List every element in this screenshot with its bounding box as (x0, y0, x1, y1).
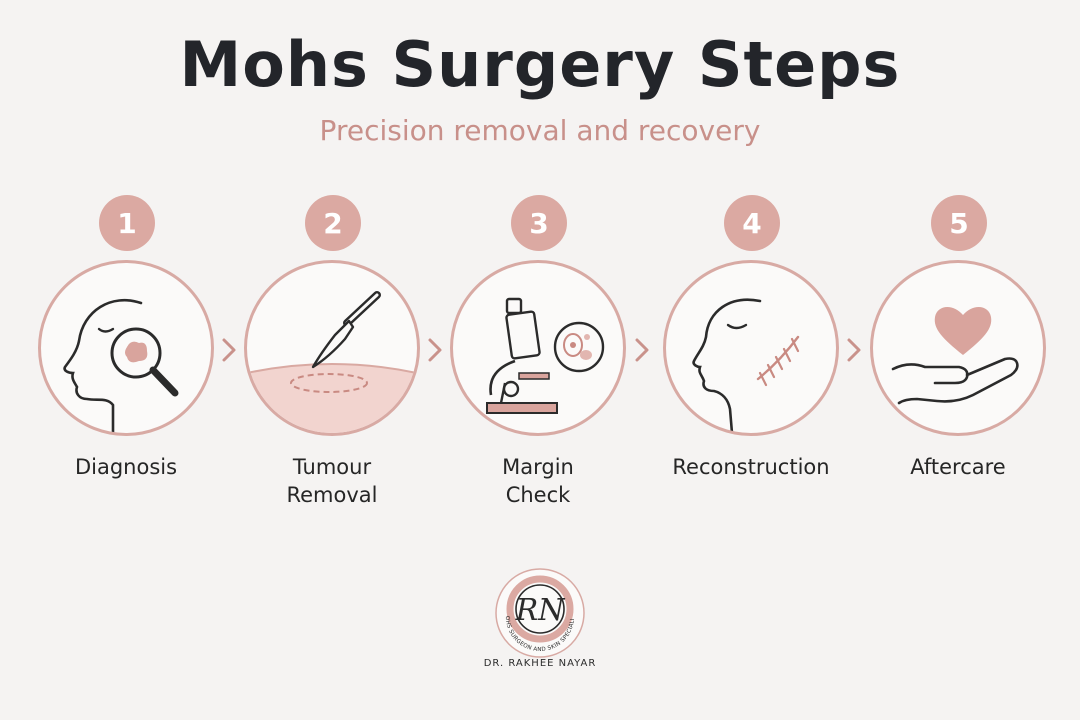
clinic-logo: RN MOHS SURGEON AND SKIN SPECIALIST (489, 561, 588, 661)
step-icon-circle (870, 260, 1046, 436)
microscope-icon (486, 297, 605, 414)
chevron-right-icon (222, 338, 236, 362)
step-icon-circle (450, 260, 626, 436)
step-number-badge: 1 (99, 195, 155, 251)
chevron-right-icon (428, 338, 442, 362)
step-icon-circle (38, 260, 214, 436)
step-number-badge: 2 (305, 195, 361, 251)
scalpel-incision-icon (247, 291, 417, 433)
doctor-name: DR. RAKHEE NAYAR (483, 658, 597, 669)
step-icon-circle (244, 260, 420, 436)
step-label: Reconstruction (672, 455, 830, 479)
step-icon-circle (663, 260, 839, 436)
page-subtitle: Precision removal and recovery (319, 114, 761, 147)
step-label: Aftercare (910, 455, 1006, 479)
step-number-badge: 4 (724, 195, 780, 251)
heart-hand-icon (891, 306, 1019, 405)
step-number-badge: 5 (931, 195, 987, 251)
step-label: Diagnosis (74, 455, 178, 479)
chevron-right-icon (635, 338, 649, 362)
face-sutures-icon (692, 298, 800, 433)
face-magnifier-icon (63, 298, 179, 433)
chevron-right-icon (847, 338, 861, 362)
rn-monogram-logo: RN MOHS SURGEON AND SKIN SPECIALIST (489, 561, 585, 658)
logo-monogram: RN (515, 593, 567, 628)
step-number-badge: 3 (511, 195, 567, 251)
page-title: Mohs Surgery Steps (179, 28, 901, 101)
